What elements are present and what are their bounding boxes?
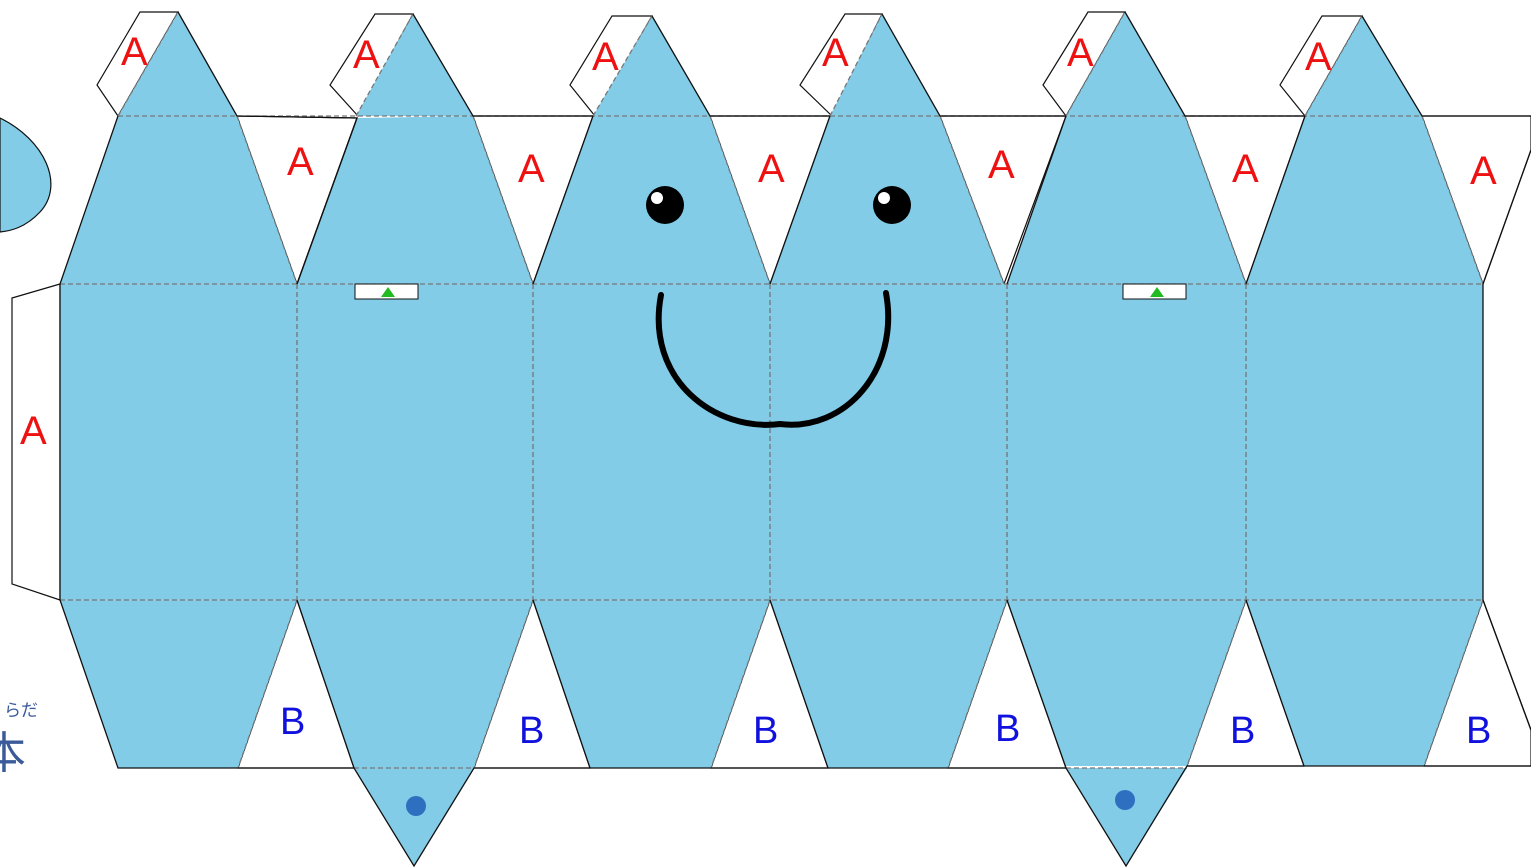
glue-label-a: A — [822, 31, 849, 75]
glue-label-a: A — [1067, 31, 1094, 75]
smiley-face — [646, 186, 911, 428]
side-glue-labels: A A A A A A — [287, 140, 1497, 193]
glue-label-b: B — [1230, 710, 1255, 752]
glue-label-b: B — [1466, 710, 1491, 752]
ear-fragment — [0, 117, 52, 233]
glue-label-b: B — [519, 710, 544, 752]
cut-lines — [59, 11, 1531, 868]
body-faces — [60, 12, 1483, 866]
glue-label-a: A — [353, 33, 380, 77]
side-glue-tabs — [236, 115, 1531, 286]
left-eye-highlight — [651, 192, 663, 204]
right-eye-highlight — [878, 192, 890, 204]
glue-label-a: A — [121, 30, 148, 74]
smile-mouth — [655, 290, 892, 428]
glue-label-a: A — [1305, 35, 1332, 79]
glue-label-b: B — [280, 701, 305, 743]
glue-label-a: A — [287, 140, 314, 184]
glue-label-b: B — [995, 708, 1020, 750]
glue-label-a: A — [592, 35, 619, 79]
blue-dot-marker — [406, 796, 426, 816]
glue-label-b: B — [753, 710, 778, 752]
left-glue-label: A — [20, 409, 47, 453]
caption-ruby: らだ — [4, 701, 38, 721]
slot-markers — [354, 283, 1187, 300]
blue-dot-marker — [1115, 790, 1135, 810]
green-triangle-icon — [1150, 287, 1164, 297]
right-eye — [873, 186, 911, 224]
glue-label-a: A — [758, 147, 785, 191]
glue-label-a: A — [1232, 147, 1259, 191]
green-triangle-icon — [381, 287, 395, 297]
bottom-glue-labels: B B B B B B — [280, 701, 1491, 752]
caption-kanji: 本 — [0, 728, 26, 779]
glue-label-a: A — [1470, 149, 1497, 193]
glue-label-a: A — [988, 143, 1015, 187]
left-eye — [646, 186, 684, 224]
top-glue-labels: A A A A A A — [121, 30, 1332, 79]
glue-label-a: A — [518, 147, 545, 191]
